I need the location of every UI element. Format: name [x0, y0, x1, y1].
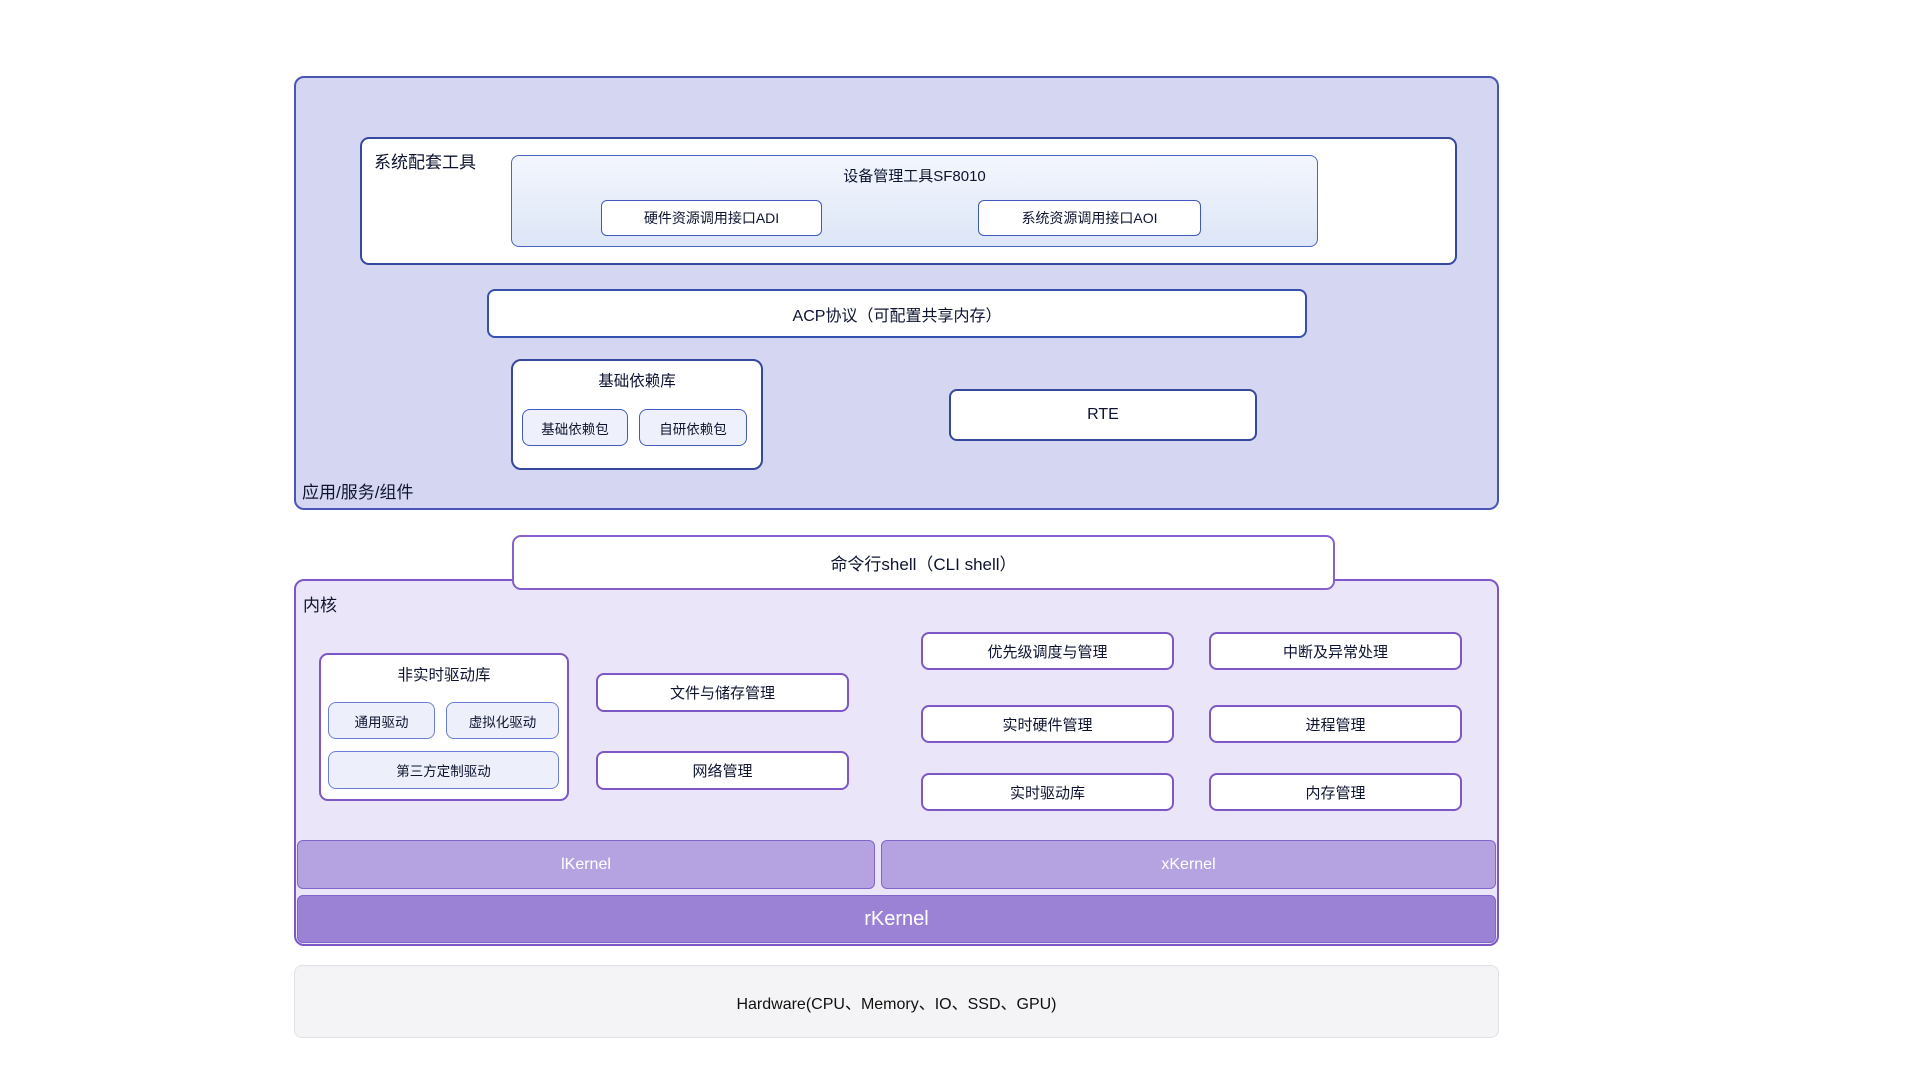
system-tools-label: 系统配套工具: [374, 153, 476, 172]
kernel-label: 内核: [303, 596, 337, 615]
hardware-resource-api-box: 硬件资源调用接口ADI: [601, 200, 822, 236]
third-party-driver-box: 第三方定制驱动: [328, 751, 559, 789]
xkernel-bar: xKernel: [881, 840, 1496, 889]
generic-driver-box: 通用驱动: [328, 702, 435, 739]
cli-shell-box: 命令行shell（CLI shell）: [512, 535, 1335, 590]
non-realtime-driver-lib-title: 非实时驱动库: [397, 667, 491, 684]
realtime-hardware-mgmt-box: 实时硬件管理: [921, 705, 1174, 743]
network-mgmt-box: 网络管理: [596, 751, 849, 790]
rte-box: RTE: [949, 389, 1257, 441]
lkernel-bar: lKernel: [297, 840, 875, 889]
base-dependency-pkg-box: 基础依赖包: [522, 409, 628, 446]
system-resource-api-box: 系统资源调用接口AOI: [978, 200, 1201, 236]
process-mgmt-box: 进程管理: [1209, 705, 1462, 743]
rkernel-bar: rKernel: [297, 895, 1496, 943]
file-storage-mgmt-box: 文件与储存管理: [596, 673, 849, 712]
memory-mgmt-box: 内存管理: [1209, 773, 1462, 811]
acp-protocol-box: ACP协议（可配置共享内存）: [487, 289, 1307, 338]
base-dependency-lib-title: 基础依赖库: [598, 373, 676, 390]
self-developed-pkg-box: 自研依赖包: [639, 409, 747, 446]
interrupt-exception-box: 中断及异常处理: [1209, 632, 1462, 670]
virtualization-driver-box: 虚拟化驱动: [446, 702, 559, 739]
hardware-box: Hardware(CPU、Memory、IO、SSD、GPU): [294, 965, 1499, 1038]
app-services-layer-label: 应用/服务/组件: [302, 483, 414, 502]
realtime-driver-lib-box: 实时驱动库: [921, 773, 1174, 811]
device-management-tool-title: 设备管理工具SF8010: [843, 168, 986, 185]
priority-scheduling-box: 优先级调度与管理: [921, 632, 1174, 670]
